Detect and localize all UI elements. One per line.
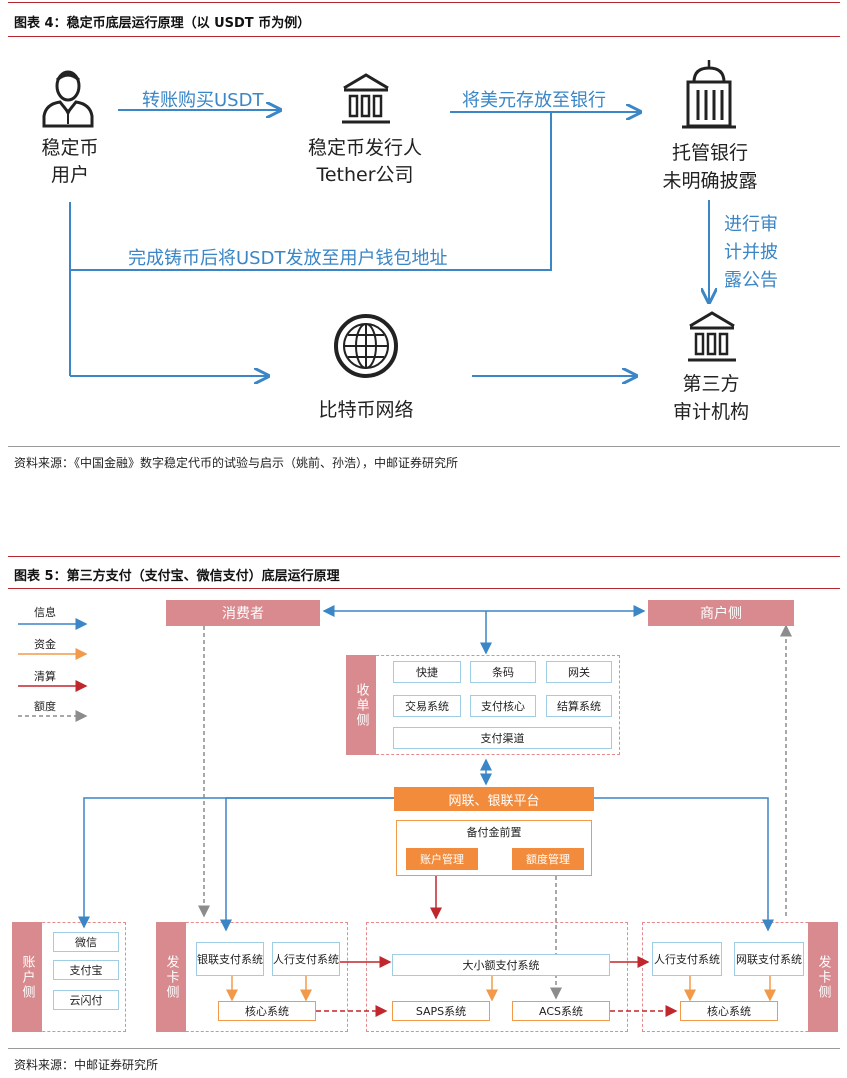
figure4-title: 图表 4：稳定币底层运行原理（以 USDT 币为例） bbox=[14, 16, 311, 31]
bank-label-1: 托管银行 bbox=[671, 142, 748, 164]
acquiring-side-label: 收单侧 bbox=[346, 655, 376, 755]
pboc-system-right-box: 人行支付系统 bbox=[652, 942, 722, 976]
unionpay-system-box: 银联支付系统 bbox=[196, 942, 264, 976]
reserve-title: 备付金前置 bbox=[466, 826, 522, 839]
figure4-title-rule bbox=[8, 36, 840, 37]
figure4-source: 资料来源：《中国金融》数字稳定代币的试验与启示（姚前、孙浩），中邮证券研究所 bbox=[14, 456, 459, 470]
edge-label-audit-1: 进行审 bbox=[724, 214, 778, 235]
account-side-label: 账户侧 bbox=[12, 922, 42, 1032]
center-region bbox=[366, 922, 628, 1032]
issuer-right-label: 发卡侧 bbox=[808, 922, 838, 1032]
legend-fund: 资金 bbox=[34, 638, 56, 651]
large-small-pay-box: 大小额支付系统 bbox=[392, 954, 610, 976]
building-icon bbox=[688, 311, 736, 362]
edge-platform-unionpay bbox=[220, 797, 394, 932]
quota-mgmt-box: 额度管理 bbox=[512, 848, 584, 870]
edge-label-transfer: 转账购买USDT bbox=[142, 90, 264, 111]
wechat-box: 微信 bbox=[53, 932, 119, 952]
pay-channel-box: 支付渠道 bbox=[393, 727, 612, 749]
user-label-1: 稳定币 bbox=[41, 137, 99, 159]
issuer-label-1: 稳定币发行人 bbox=[307, 137, 422, 159]
quickpass-box: 云闪付 bbox=[53, 990, 119, 1010]
figure5-title-rule bbox=[8, 588, 840, 589]
tower-icon bbox=[682, 60, 736, 129]
edge-platform-netunion bbox=[594, 797, 774, 932]
reserve-box bbox=[396, 820, 592, 876]
network-label: 比特币网络 bbox=[318, 399, 414, 421]
figure5-top-rule bbox=[8, 556, 840, 557]
building-icon bbox=[342, 73, 390, 124]
platform-bar: 网联、银联平台 bbox=[394, 787, 594, 811]
trade-system-box: 交易系统 bbox=[393, 695, 461, 717]
saps-box: SAPS系统 bbox=[392, 1001, 490, 1021]
figure4-connectors bbox=[69, 0, 847, 450]
legend-clear: 清算 bbox=[34, 670, 56, 683]
core-system-right-box: 核心系统 bbox=[680, 1001, 778, 1021]
figure4-bottom-rule bbox=[8, 446, 840, 447]
figure5-title: 图表 5：第三方支付（支付宝、微信支付）底层运行原理 bbox=[14, 569, 340, 584]
figure5-source: 资料来源：中邮证券研究所 bbox=[14, 1058, 159, 1072]
settlement-box: 结算系统 bbox=[546, 695, 612, 717]
figure4-top-rule bbox=[8, 2, 840, 3]
issuer-label-2: Tether公司 bbox=[316, 164, 414, 186]
auditor-label-2: 审计机构 bbox=[672, 401, 749, 423]
core-system-left-box: 核心系统 bbox=[218, 1001, 316, 1021]
netunion-system-box: 网联支付系统 bbox=[734, 942, 804, 976]
figure5-connectors bbox=[18, 605, 792, 1017]
barcode-box: 条码 bbox=[470, 661, 536, 683]
merchant-bar: 商户侧 bbox=[648, 600, 794, 626]
gateway-box: 网关 bbox=[546, 661, 612, 683]
edge-mint bbox=[70, 112, 552, 271]
edge-label-audit-3: 露公告 bbox=[724, 270, 778, 291]
issuer-left-label: 发卡侧 bbox=[156, 922, 186, 1032]
consumer-bar: 消费者 bbox=[166, 600, 320, 626]
globe-icon bbox=[334, 314, 398, 378]
quick-pay-box: 快捷 bbox=[393, 661, 461, 683]
alipay-box: 支付宝 bbox=[53, 960, 119, 980]
edge-platform-account bbox=[78, 797, 394, 929]
auditor-label-1: 第三方 bbox=[682, 373, 740, 395]
bank-label-2: 未明确披露 bbox=[662, 170, 758, 192]
figure5-bottom-rule bbox=[8, 1048, 840, 1049]
edge-label-audit-2: 计并披 bbox=[724, 242, 778, 263]
person-icon bbox=[42, 70, 94, 128]
legend-info: 信息 bbox=[34, 606, 56, 619]
edge-label-mint: 完成铸币后将USDT发放至用户钱包地址 bbox=[128, 248, 448, 269]
edge-label-deposit: 将美元存放至银行 bbox=[462, 90, 606, 111]
pboc-system-left-box: 人行支付系统 bbox=[272, 942, 340, 976]
acs-box: ACS系统 bbox=[512, 1001, 610, 1021]
account-mgmt-box: 账户管理 bbox=[406, 848, 478, 870]
pay-core-box: 支付核心 bbox=[470, 695, 536, 717]
legend-quota: 额度 bbox=[34, 700, 56, 713]
user-label-2: 用户 bbox=[50, 164, 89, 186]
